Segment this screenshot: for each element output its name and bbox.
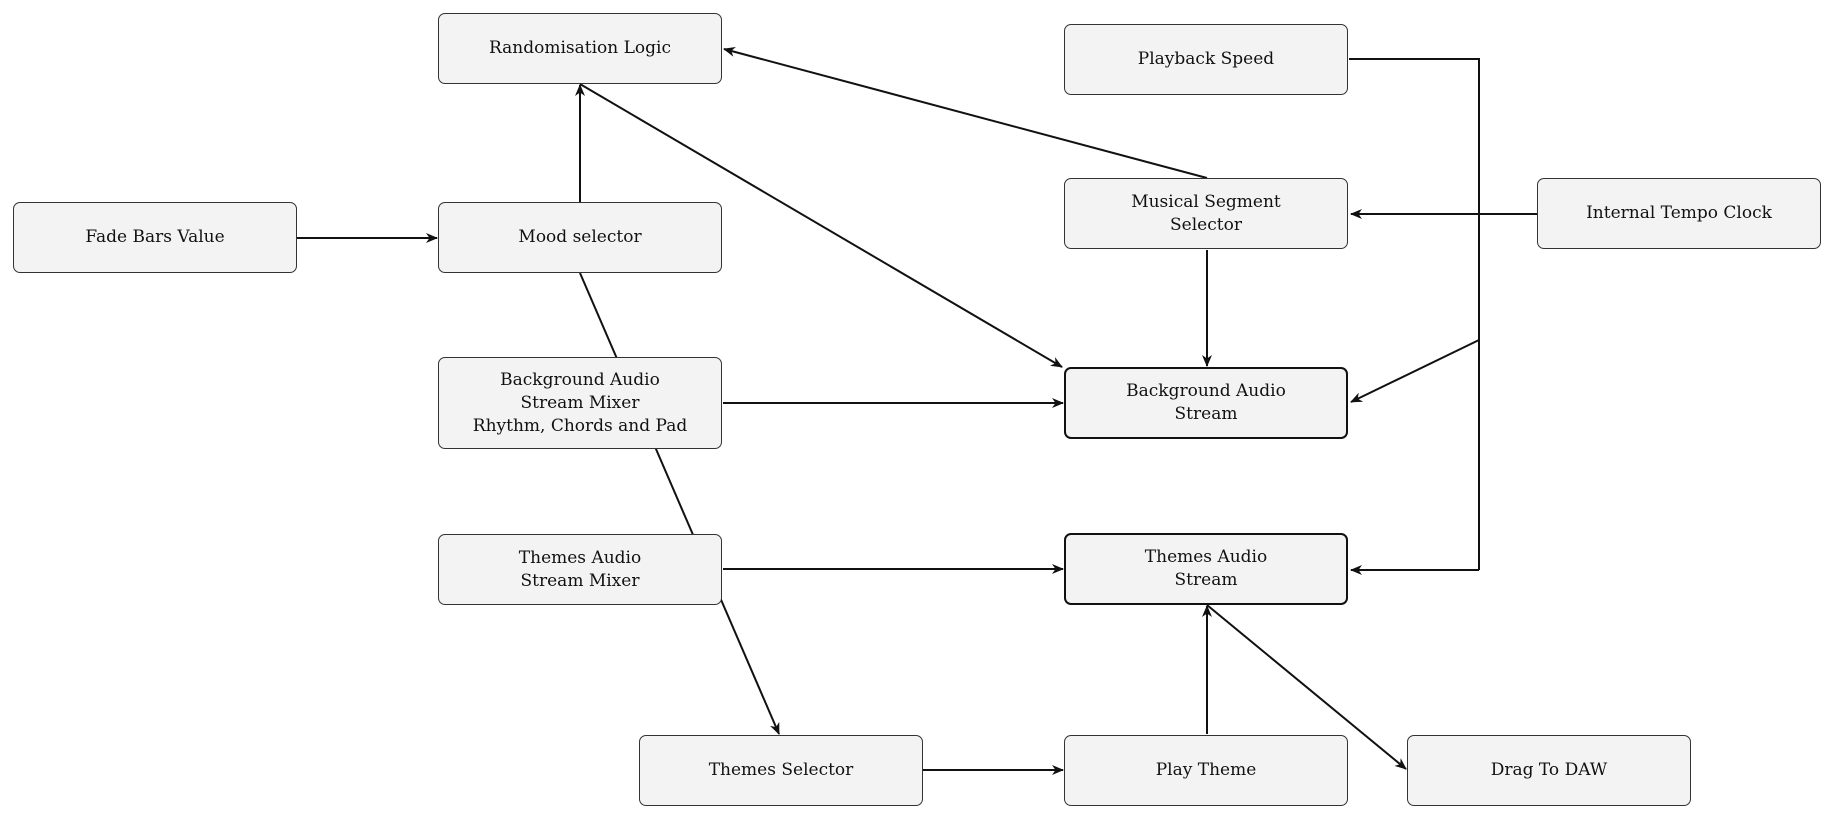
node-bg-audio-stream: Background Audio Stream (1064, 367, 1348, 439)
node-internal-tempo-clock: Internal Tempo Clock (1537, 178, 1821, 249)
node-mood-selector: Mood selector (438, 202, 722, 273)
node-bg-audio-stream-mixer: Background Audio Stream Mixer Rhythm, Ch… (438, 357, 722, 449)
edge-themes-stream-to-daw (1206, 604, 1407, 770)
node-play-theme: Play Theme (1064, 735, 1348, 806)
node-themes-selector: Themes Selector (639, 735, 923, 806)
node-playback-speed: Playback Speed (1064, 24, 1348, 95)
node-themes-audio-stream: Themes Audio Stream (1064, 533, 1348, 605)
node-fade-bars-value: Fade Bars Value (13, 202, 297, 273)
node-randomisation-logic: Randomisation Logic (438, 13, 722, 84)
node-musical-segment-selector: Musical Segment Selector (1064, 178, 1348, 249)
edge-playback-to-bg-stream (1350, 339, 1480, 403)
edge-segment-to-randomisation (723, 47, 1208, 179)
node-drag-to-daw: Drag To DAW (1407, 735, 1691, 806)
edge-playback-bus (1349, 58, 1480, 570)
edge-randomisation-to-bg-stream (579, 83, 1063, 368)
node-themes-audio-stream-mixer: Themes Audio Stream Mixer (438, 534, 722, 605)
edge-mood-to-themes-selector (579, 272, 780, 735)
